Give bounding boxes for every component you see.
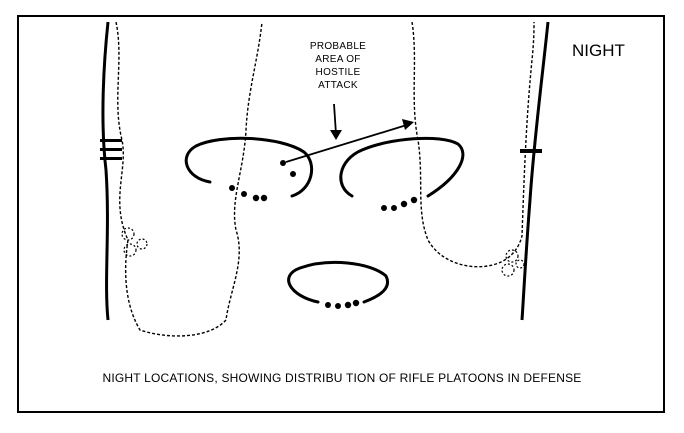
diagram-frame bbox=[17, 15, 665, 413]
platoon-position-left bbox=[184, 136, 314, 198]
platoon-right-rifle-positions bbox=[381, 196, 418, 211]
night-label: NIGHT bbox=[572, 41, 625, 60]
probable-attack-area-label: PROBABLE AREA OF HOSTILE ATTACK bbox=[296, 40, 380, 92]
left-woods bbox=[115, 21, 263, 337]
attack-label-line-1: PROBABLE bbox=[309, 41, 367, 52]
right-woods-clumps bbox=[501, 249, 525, 277]
attack-label-line-2: AREA OF bbox=[315, 54, 361, 65]
hostile-attack-direction-arrow bbox=[285, 119, 414, 163]
right-woods bbox=[411, 21, 535, 268]
right-road bbox=[520, 21, 550, 321]
platoon-position-right bbox=[339, 136, 465, 198]
platoon-left-rifle-positions bbox=[229, 185, 268, 202]
left-woods-clumps bbox=[121, 227, 148, 257]
platoon-rear-rifle-positions bbox=[325, 299, 360, 309]
left-road bbox=[101, 21, 110, 321]
right-road-crossing-marker bbox=[520, 149, 542, 153]
left-road-crossing-marker bbox=[100, 139, 122, 160]
platoon-position-rear bbox=[287, 260, 389, 304]
figure-caption: NIGHT LOCATIONS, SHOWING DISTRIBU TION O… bbox=[102, 371, 582, 385]
platoon-left-leader-positions bbox=[280, 160, 296, 177]
attack-label-line-3: HOSTILE bbox=[315, 67, 361, 78]
attack-label-arrow bbox=[330, 103, 342, 140]
attack-label-line-4: ATTACK bbox=[318, 80, 358, 91]
